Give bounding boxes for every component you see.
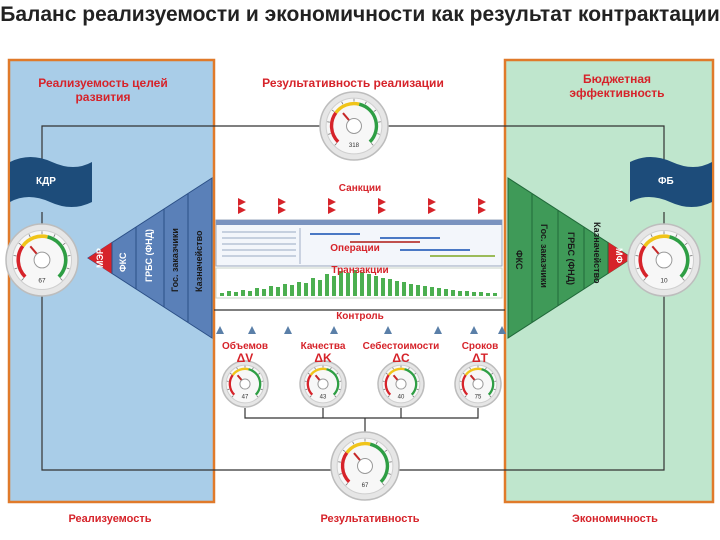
left-tri-label-1: МЭР — [95, 248, 105, 268]
left-tri-label-4: Гос. заказчики — [170, 228, 180, 292]
transaction-bar — [262, 289, 266, 296]
bottom-left-label: Реализуемость — [68, 513, 152, 525]
quality-gauge-value: 43 — [320, 394, 327, 400]
page-title: Баланс реализуемости и экономичности как… — [0, 3, 720, 26]
control-markers — [216, 326, 506, 334]
right-tri-label-1: МФ — [614, 248, 624, 263]
transaction-bar — [374, 276, 378, 296]
bottom-center-gauge-value: 67 — [362, 482, 369, 489]
top-center-heading: Результативность реализации — [262, 76, 444, 90]
left-tri-label-3: ГРБС (ФНД) — [144, 229, 154, 282]
left-hierarchy-triangle — [87, 177, 213, 339]
time-gauge-value: 75 — [475, 394, 482, 400]
bottom-center-gauge: 67 — [330, 431, 400, 501]
bottom-right-label: Экономичность — [572, 513, 658, 525]
top-center-gauge: 318 — [319, 91, 389, 161]
right-panel-heading: Бюджетная эффективность — [569, 72, 665, 100]
transaction-bar — [479, 292, 483, 296]
transaction-bar — [318, 280, 322, 296]
transactions-label: Транзакции — [331, 265, 389, 276]
transaction-bar — [220, 293, 224, 296]
right-gauge: 10 — [627, 223, 701, 297]
right-tri-label-4: Гос. заказчики — [539, 224, 549, 288]
transaction-bar — [367, 274, 371, 296]
left-gauge: 67 — [5, 223, 79, 297]
left-gauge-value: 67 — [38, 277, 46, 284]
transaction-bar — [409, 284, 413, 296]
quality-gauge: 43 — [299, 360, 347, 408]
transaction-bar — [444, 289, 448, 296]
transaction-bar — [346, 273, 350, 296]
right-flag-label: ФБ — [658, 176, 674, 187]
right-tri-label-5: ФКС — [514, 250, 524, 270]
transaction-bar — [276, 287, 280, 296]
deviation-time-label: Сроков — [461, 341, 499, 352]
deviation-volume-label: Объемов — [221, 341, 269, 352]
deviation-volume-delta: ΔV — [236, 351, 254, 365]
transaction-bar — [234, 292, 238, 296]
transaction-bar — [430, 287, 434, 296]
transaction-bar — [381, 278, 385, 296]
transaction-bar — [227, 291, 231, 296]
transaction-bar — [248, 291, 252, 296]
transaction-bar — [311, 278, 315, 296]
transaction-bar — [416, 285, 420, 296]
transaction-bar — [325, 274, 329, 296]
time-gauge: 75 — [454, 360, 502, 408]
transaction-bar — [255, 288, 259, 296]
right-hierarchy-triangle — [507, 177, 633, 339]
deviation-cost-delta: ΔC — [392, 351, 410, 365]
transaction-bar — [465, 291, 469, 296]
operations-chart — [215, 219, 503, 267]
left-flag-shape — [10, 157, 92, 207]
transaction-bar — [472, 292, 476, 296]
transaction-bar — [290, 285, 294, 296]
transaction-bar — [458, 291, 462, 296]
transaction-bar — [304, 283, 308, 296]
transaction-bar — [332, 276, 336, 296]
transaction-bar — [353, 270, 357, 296]
deviation-quality-delta: ΔK — [314, 351, 332, 365]
transaction-bar — [451, 290, 455, 296]
volume-gauge: 47 — [221, 360, 269, 408]
left-tri-label-2: ФКС — [118, 252, 128, 272]
left-flag-label: КДР — [36, 176, 56, 187]
left-panel-heading: Реализуемость целей развития — [38, 76, 168, 104]
transaction-bar — [402, 282, 406, 296]
right-tri-label-2: Казначейство — [592, 222, 602, 284]
connector-lines — [41, 125, 665, 471]
bottom-center-label: Результативность — [320, 513, 420, 525]
right-tri-label-3: ГРБС (ФНД) — [566, 232, 576, 285]
transaction-bar — [269, 286, 273, 296]
sanctions-label: Санкции — [338, 183, 382, 194]
cost-gauge: 40 — [377, 360, 425, 408]
right-gauge-value: 10 — [660, 277, 668, 284]
transaction-bar — [283, 284, 287, 296]
left-tri-label-5: Казначейство — [194, 230, 204, 292]
deviation-time-delta: ΔT — [472, 351, 488, 365]
transactions-chart — [215, 267, 503, 299]
transaction-bar — [339, 271, 343, 296]
transaction-bar — [493, 293, 497, 296]
deviation-quality-label: Качества — [300, 341, 346, 352]
control-label: Контроль — [336, 311, 384, 322]
cost-gauge-value: 40 — [398, 394, 405, 400]
transaction-bar — [395, 281, 399, 296]
volume-gauge-value: 47 — [242, 394, 249, 400]
right-flag-shape — [630, 157, 712, 207]
operations-label: Операции — [330, 243, 380, 254]
transaction-bar — [297, 282, 301, 296]
transaction-bar — [241, 290, 245, 296]
top-center-gauge-value: 318 — [349, 142, 360, 149]
transaction-bar — [437, 288, 441, 296]
transaction-bar — [360, 272, 364, 296]
deviation-cost-label: Себестоимости — [362, 341, 440, 352]
sanction-flags — [238, 198, 486, 214]
transaction-bar — [486, 293, 490, 296]
transaction-bar — [388, 279, 392, 296]
transaction-bar — [423, 286, 427, 296]
